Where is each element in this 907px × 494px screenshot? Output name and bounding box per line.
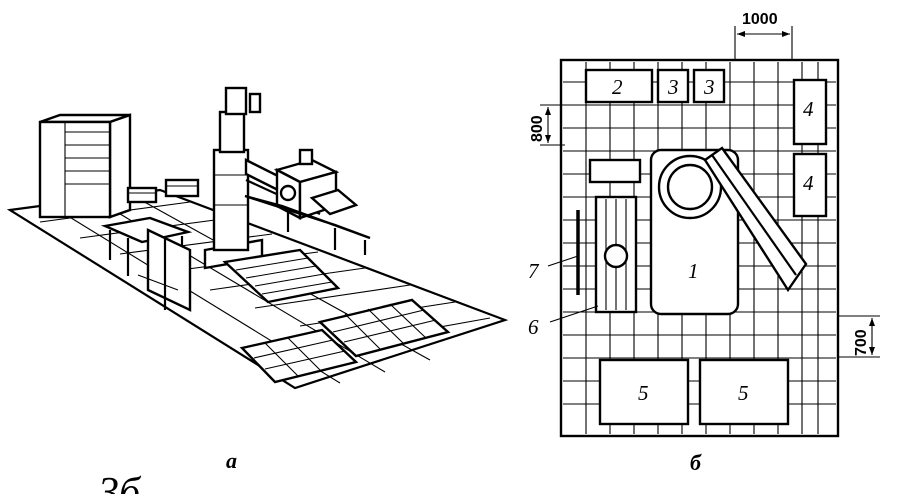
label-6: 6 — [528, 315, 539, 339]
plan-operator-mark — [603, 243, 629, 269]
label-2: 2 — [612, 75, 623, 99]
dimension-1000: 1000 — [734, 11, 793, 60]
radial-drill-machine — [203, 86, 359, 270]
label-4b: 4 — [803, 171, 814, 195]
plan-element-3a — [656, 68, 690, 104]
svg-text:800: 800 — [529, 115, 546, 142]
label-7: 7 — [528, 259, 540, 283]
label-5b: 5 — [738, 381, 749, 405]
plan-small-box — [588, 158, 642, 184]
label-1: 1 — [688, 259, 699, 283]
plan-element-4b — [792, 152, 828, 218]
plan-element-3b — [692, 68, 726, 104]
standing-panel — [137, 228, 192, 312]
panel-a-isometric-sketch: а — [6, 86, 509, 473]
dimension-700: 700 — [838, 315, 880, 358]
work-table — [100, 216, 193, 276]
grid-pallet-left — [239, 328, 359, 384]
panel-b-floor-plan: 1000 800 700 2 3 3 4 4 1 5 5 7 6 — [528, 11, 880, 475]
grid-pallet-right — [317, 298, 451, 358]
long-workbench — [244, 194, 371, 255]
label-3b: 3 — [703, 75, 715, 99]
svg-text:700: 700 — [853, 329, 870, 356]
scan-fragment-text: 3б — [97, 470, 142, 494]
plan-element-1-column-inner — [666, 163, 714, 211]
plan-element-5b — [698, 358, 790, 426]
plan-element-5a — [598, 358, 690, 426]
label-4a: 4 — [803, 97, 814, 121]
plan-element-4a — [792, 78, 828, 146]
small-parts-boxes — [126, 178, 200, 204]
floor-pallet-center — [222, 248, 341, 304]
tool-cabinet — [38, 113, 132, 219]
label-3a: 3 — [667, 75, 679, 99]
plan-element-2 — [584, 68, 654, 104]
svg-text:1000: 1000 — [742, 11, 778, 28]
caption-a: а — [226, 448, 237, 473]
dimension-800: 800 — [529, 104, 565, 146]
label-5a: 5 — [638, 381, 649, 405]
caption-b: б — [690, 450, 702, 475]
